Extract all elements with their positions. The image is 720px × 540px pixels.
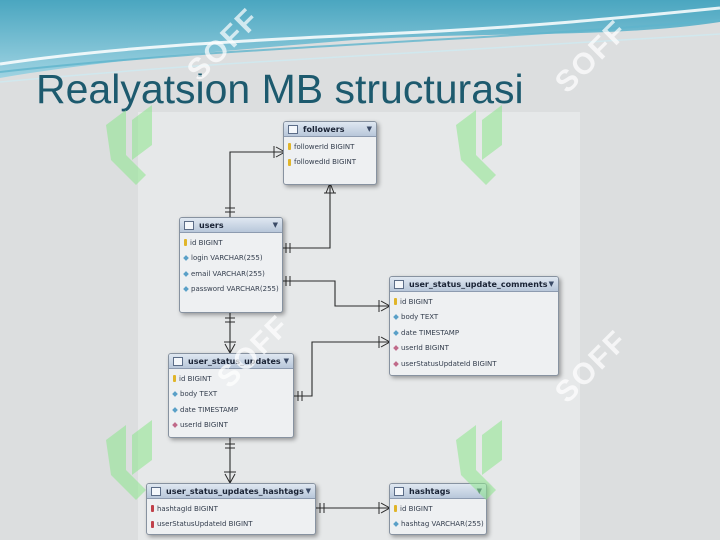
table-icon — [151, 486, 161, 496]
table-field: userStatusUpdateId BIGINT — [151, 517, 311, 533]
foreign-key-icon — [393, 360, 399, 367]
watermark-logo-icon — [106, 105, 152, 185]
table-field: body TEXT — [172, 387, 289, 403]
table-icon — [394, 486, 404, 496]
rel-updates-comments — [292, 341, 390, 397]
primary-key-icon — [288, 158, 291, 166]
table-header: user_status_update_comments ▼ — [390, 277, 558, 292]
rel-users-comments — [281, 280, 390, 307]
table-field: userId BIGINT — [393, 341, 554, 357]
table-user-status-updates-hashtags[interactable]: user_status_updates_hashtags ▼ hashtagId… — [146, 483, 316, 535]
slide-title: Realyatsion MB structurasi — [36, 66, 524, 112]
table-field: login VARCHAR(255) — [183, 251, 278, 267]
table-icon — [394, 279, 404, 289]
foreign-key-icon — [151, 505, 154, 513]
column-icon — [172, 406, 178, 413]
foreign-key-icon — [393, 345, 399, 352]
table-field: date TIMESTAMP — [393, 325, 554, 341]
table-header: followers ▼ — [284, 122, 376, 137]
table-field: hashtagId BIGINT — [151, 501, 311, 517]
table-field: email VARCHAR(255) — [183, 266, 278, 282]
dropdown-arrow-icon[interactable]: ▼ — [366, 125, 372, 133]
table-field: userId BIGINT — [172, 418, 289, 434]
primary-key-icon — [394, 505, 397, 513]
table-header: user_status_updates_hashtags ▼ — [147, 484, 315, 499]
table-name: user_status_updates — [188, 356, 281, 366]
table-header: user_status_updates ▼ — [169, 354, 293, 369]
dropdown-arrow-icon[interactable]: ▼ — [305, 487, 311, 495]
dropdown-arrow-icon[interactable]: ▼ — [272, 221, 278, 229]
table-name: users — [199, 220, 224, 230]
primary-key-icon — [184, 239, 187, 247]
table-followers[interactable]: followers ▼ followerId BIGINT followedId… — [283, 121, 377, 185]
table-field: body TEXT — [393, 310, 554, 326]
watermark-logo-icon — [456, 105, 502, 185]
primary-key-icon — [173, 375, 176, 383]
table-field: followedId BIGINT — [288, 155, 372, 171]
column-icon — [183, 270, 189, 277]
table-name: hashtags — [409, 486, 451, 496]
table-name: user_status_updates_hashtags — [166, 486, 304, 496]
watermark-logo-icon — [106, 420, 152, 500]
table-users[interactable]: users ▼ id BIGINT login VARCHAR(255) ema… — [179, 217, 283, 313]
rel-followers-users-b — [281, 183, 331, 249]
column-icon — [393, 329, 399, 336]
column-icon — [393, 521, 399, 528]
table-field: password VARCHAR(255) — [183, 282, 279, 298]
table-name: user_status_update_comments — [409, 279, 548, 289]
table-user-status-updates[interactable]: user_status_updates ▼ id BIGINT body TEX… — [168, 353, 294, 438]
header-wave-decoration — [0, 0, 720, 83]
table-field: id BIGINT — [394, 294, 554, 310]
table-field: date TIMESTAMP — [172, 402, 289, 418]
table-field: id BIGINT — [173, 371, 289, 387]
table-field: hashtag VARCHAR(255) — [393, 517, 484, 533]
table-name: followers — [303, 124, 345, 134]
table-field: followerId BIGINT — [288, 139, 372, 155]
column-icon — [393, 314, 399, 321]
foreign-key-icon — [172, 422, 178, 429]
column-icon — [183, 255, 189, 262]
table-field: id BIGINT — [184, 235, 278, 251]
table-user-status-update-comments[interactable]: user_status_update_comments ▼ id BIGINT … — [389, 276, 559, 376]
primary-key-icon — [394, 298, 397, 306]
table-field: userStatusUpdateId BIGINT — [393, 356, 554, 372]
table-icon — [173, 356, 183, 366]
primary-key-icon — [288, 143, 291, 151]
table-icon — [288, 124, 298, 134]
table-header: users ▼ — [180, 218, 282, 233]
watermark-logo-icon — [456, 420, 502, 500]
foreign-key-icon — [151, 520, 154, 528]
dropdown-arrow-icon[interactable]: ▼ — [548, 280, 554, 288]
table-icon — [184, 220, 194, 230]
dropdown-arrow-icon[interactable]: ▼ — [283, 357, 289, 365]
table-field: id BIGINT — [394, 501, 482, 517]
rel-followers-users-a — [229, 151, 285, 218]
column-icon — [172, 391, 178, 398]
table-hashtags[interactable]: hashtags ▼ id BIGINT hashtag VARCHAR(255… — [389, 483, 487, 535]
column-icon — [183, 286, 189, 293]
